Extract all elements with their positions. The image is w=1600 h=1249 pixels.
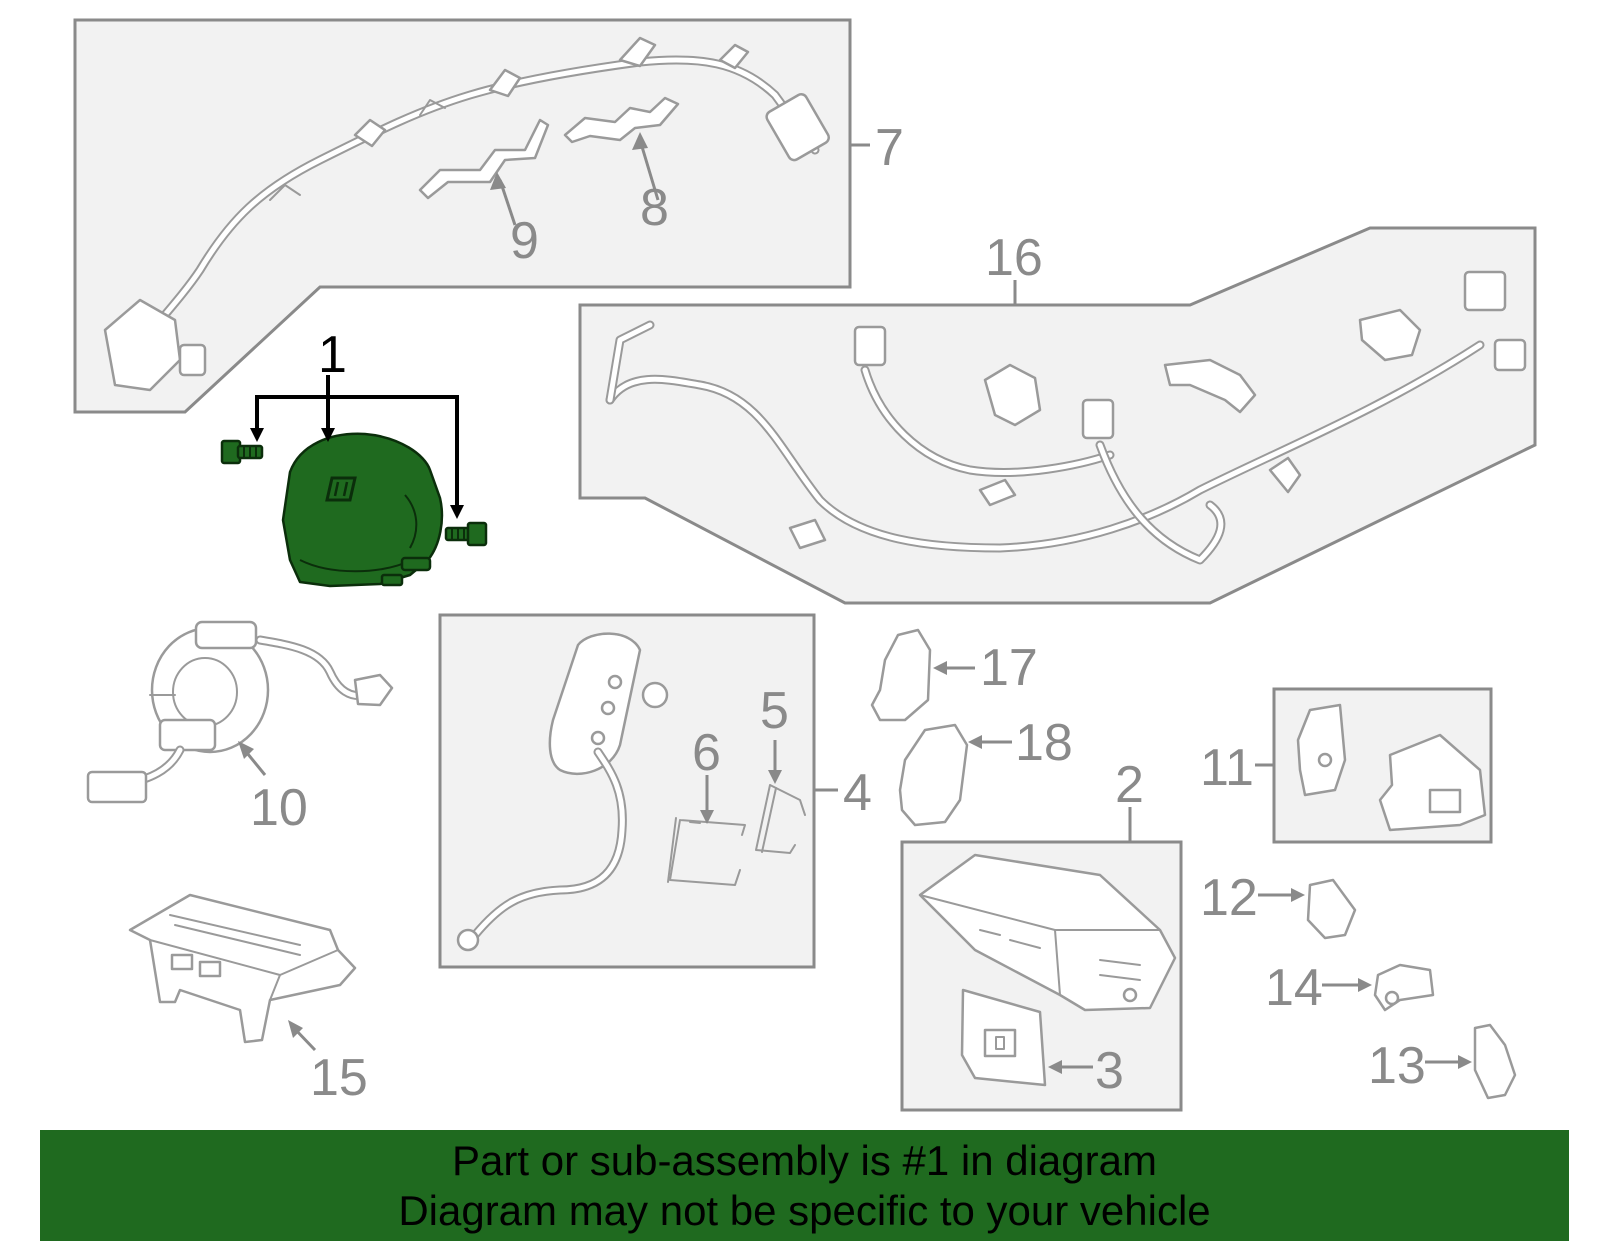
- harness-drawing: [605, 270, 1527, 565]
- sensor-14-drawing: [1373, 963, 1435, 1012]
- panel-16: [578, 226, 1537, 605]
- part-11-group[interactable]: 11: [1200, 687, 1493, 844]
- callout-13: 13: [1368, 1037, 1426, 1095]
- bolt-left-highlighted: [220, 439, 264, 465]
- part-16-group[interactable]: 16: [578, 226, 1537, 605]
- info-banner: Part or sub-assembly is #1 in diagram Di…: [40, 1130, 1569, 1241]
- side-airbag-drawing: [456, 632, 669, 952]
- callout-12: 12: [1200, 869, 1258, 927]
- bracket-3-drawing: [960, 988, 1047, 1087]
- bracket-9-drawing: [418, 118, 550, 200]
- callout-10: 10: [250, 779, 308, 837]
- control-module-drawing: [128, 893, 357, 1044]
- part-2-group[interactable]: 2 3: [900, 756, 1183, 1112]
- callout-4: 4: [843, 764, 872, 822]
- brackets-11-drawing: [1296, 703, 1487, 832]
- sensor-13-drawing: [1473, 1023, 1517, 1100]
- passenger-airbag-drawing: [918, 853, 1177, 1012]
- part-18-group[interactable]: 18: [898, 714, 1073, 827]
- callout-15: 15: [310, 1049, 368, 1107]
- callout-8: 8: [640, 179, 669, 237]
- part-4-group[interactable]: 6 5 4: [438, 613, 872, 969]
- sensor-18-drawing: [898, 723, 969, 827]
- bracket-6-drawing: [667, 817, 746, 886]
- banner-line-1: Part or sub-assembly is #1 in diagram: [452, 1137, 1157, 1184]
- callout-5: 5: [760, 682, 789, 740]
- callout-14: 14: [1265, 959, 1323, 1017]
- callout-2: 2: [1115, 756, 1144, 814]
- parts-diagram: 7 8 9 16: [73, 18, 1537, 1112]
- part-13-group[interactable]: 13: [1368, 1023, 1517, 1100]
- part-1-group[interactable]: 1: [220, 326, 488, 588]
- callout-18: 18: [1015, 714, 1073, 772]
- curtain-airbag-drawing: [103, 36, 830, 392]
- banner-line-2: Diagram may not be specific to your vehi…: [398, 1187, 1211, 1234]
- part-17-group[interactable]: 17: [870, 628, 1038, 722]
- bolt-right-highlighted: [444, 521, 488, 547]
- sensor-12-drawing: [1306, 878, 1357, 940]
- sensor-17-drawing: [870, 628, 932, 722]
- clock-spring-drawing: [86, 620, 394, 804]
- callout-6: 6: [692, 724, 721, 782]
- driver-airbag-highlighted: [281, 432, 444, 588]
- part-14-group[interactable]: 14: [1265, 959, 1435, 1017]
- part-7-group[interactable]: 7 8 9: [73, 18, 904, 414]
- callout-16: 16: [985, 229, 1043, 287]
- callout-11: 11: [1200, 739, 1254, 797]
- part-12-group[interactable]: 12: [1200, 869, 1357, 940]
- logo-emblem: [325, 476, 357, 502]
- bracket-8-drawing: [563, 96, 680, 144]
- callout-9: 9: [510, 212, 539, 270]
- part-10-group[interactable]: 10: [86, 620, 394, 837]
- callout-1: 1: [318, 326, 347, 384]
- bracket-5-drawing: [755, 784, 806, 854]
- part-15-group[interactable]: 15: [128, 893, 368, 1107]
- callout-7: 7: [875, 119, 904, 177]
- callout-3: 3: [1095, 1042, 1124, 1100]
- callout-17: 17: [980, 639, 1038, 697]
